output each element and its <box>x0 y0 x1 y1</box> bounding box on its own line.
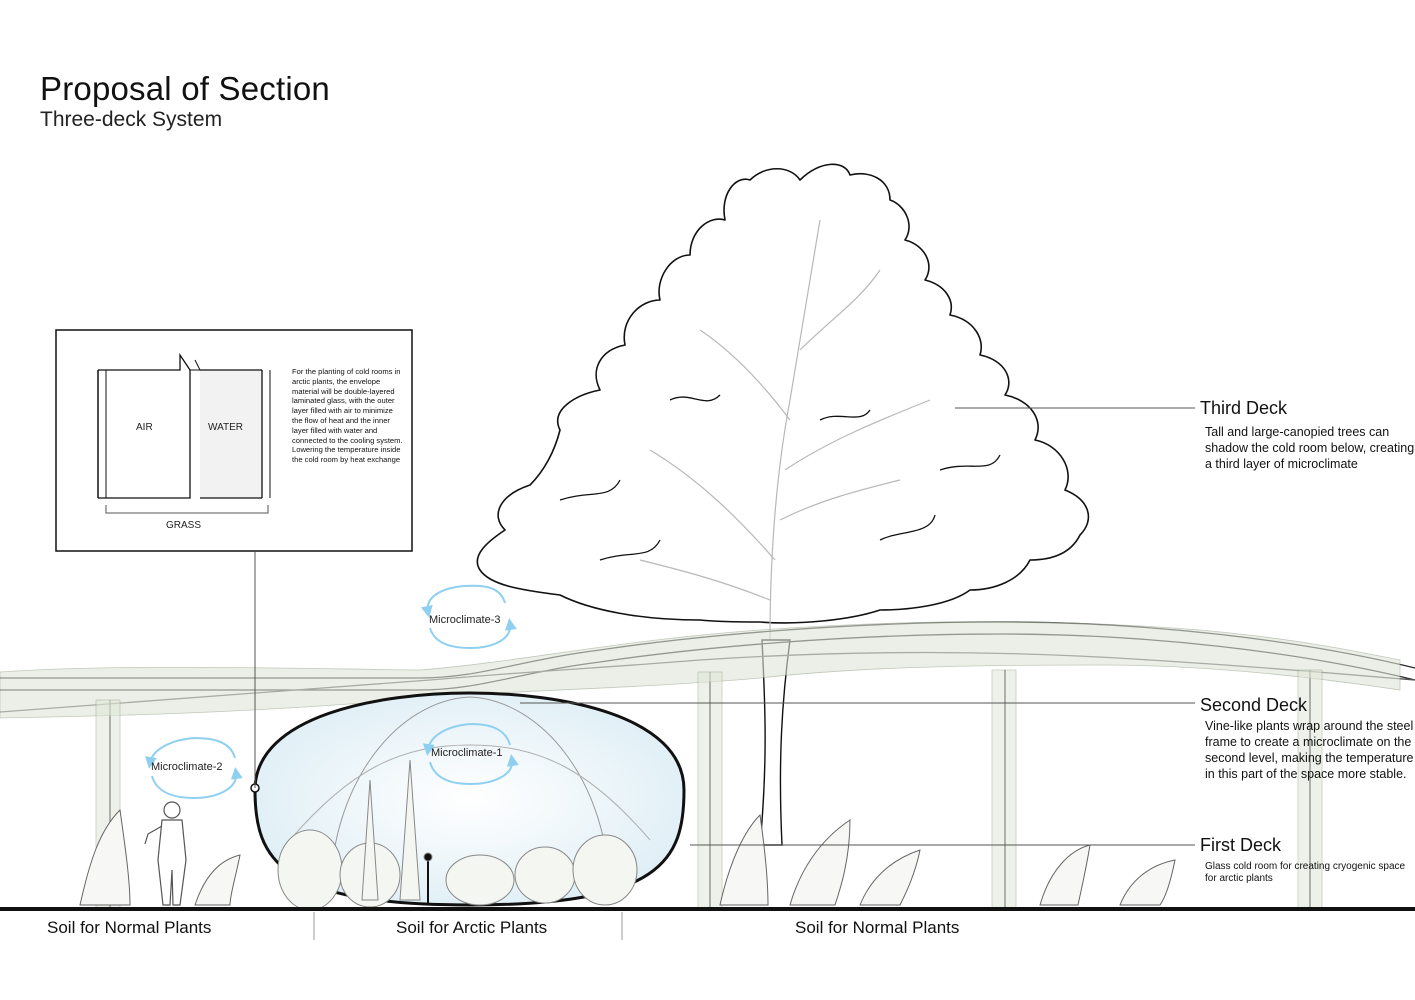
detail-grass-label: GRASS <box>166 520 202 531</box>
page-title: Proposal of Section <box>40 70 330 107</box>
microclimate-3-arrows <box>420 584 517 650</box>
tree-canopy <box>476 163 1090 624</box>
soil-label-right: Soil for Normal Plants <box>795 918 960 937</box>
third-deck-title: Third Deck <box>1200 398 1288 418</box>
microclimate-2-label: Microclimate-2 <box>151 761 223 773</box>
detail-inset <box>55 329 413 552</box>
second-deck-title: Second Deck <box>1200 695 1308 715</box>
second-deck-description: Vine-like plants wrap around the steel f… <box>1205 719 1414 781</box>
normal-plants <box>79 808 1176 906</box>
microclimate-1-label: Microclimate-1 <box>431 747 503 759</box>
arctic-plants <box>277 759 638 911</box>
microclimate-2-arrows <box>144 736 243 800</box>
microclimate-1-arrows <box>422 722 519 786</box>
human-figure-icon <box>144 801 187 906</box>
first-deck-description: Glass cold room for creating cryogenic s… <box>1205 861 1406 884</box>
ground <box>0 907 1415 940</box>
detail-water-label: WATER <box>208 422 243 433</box>
tree-branches <box>639 219 931 641</box>
soil-label-middle: Soil for Arctic Plants <box>396 918 548 937</box>
soil-label-left: Soil for Normal Plants <box>47 918 212 937</box>
page-subtitle: Three-deck System <box>40 108 223 131</box>
first-deck-title: First Deck <box>1200 835 1281 855</box>
leader-lines <box>254 407 1195 846</box>
microclimate-3-label: Microclimate-3 <box>429 614 501 626</box>
detail-description: For the planting of cold rooms in arctic… <box>292 367 403 465</box>
detail-air-label: AIR <box>136 422 153 433</box>
third-deck-description: Tall and large-canopied trees can shadow… <box>1205 425 1415 471</box>
